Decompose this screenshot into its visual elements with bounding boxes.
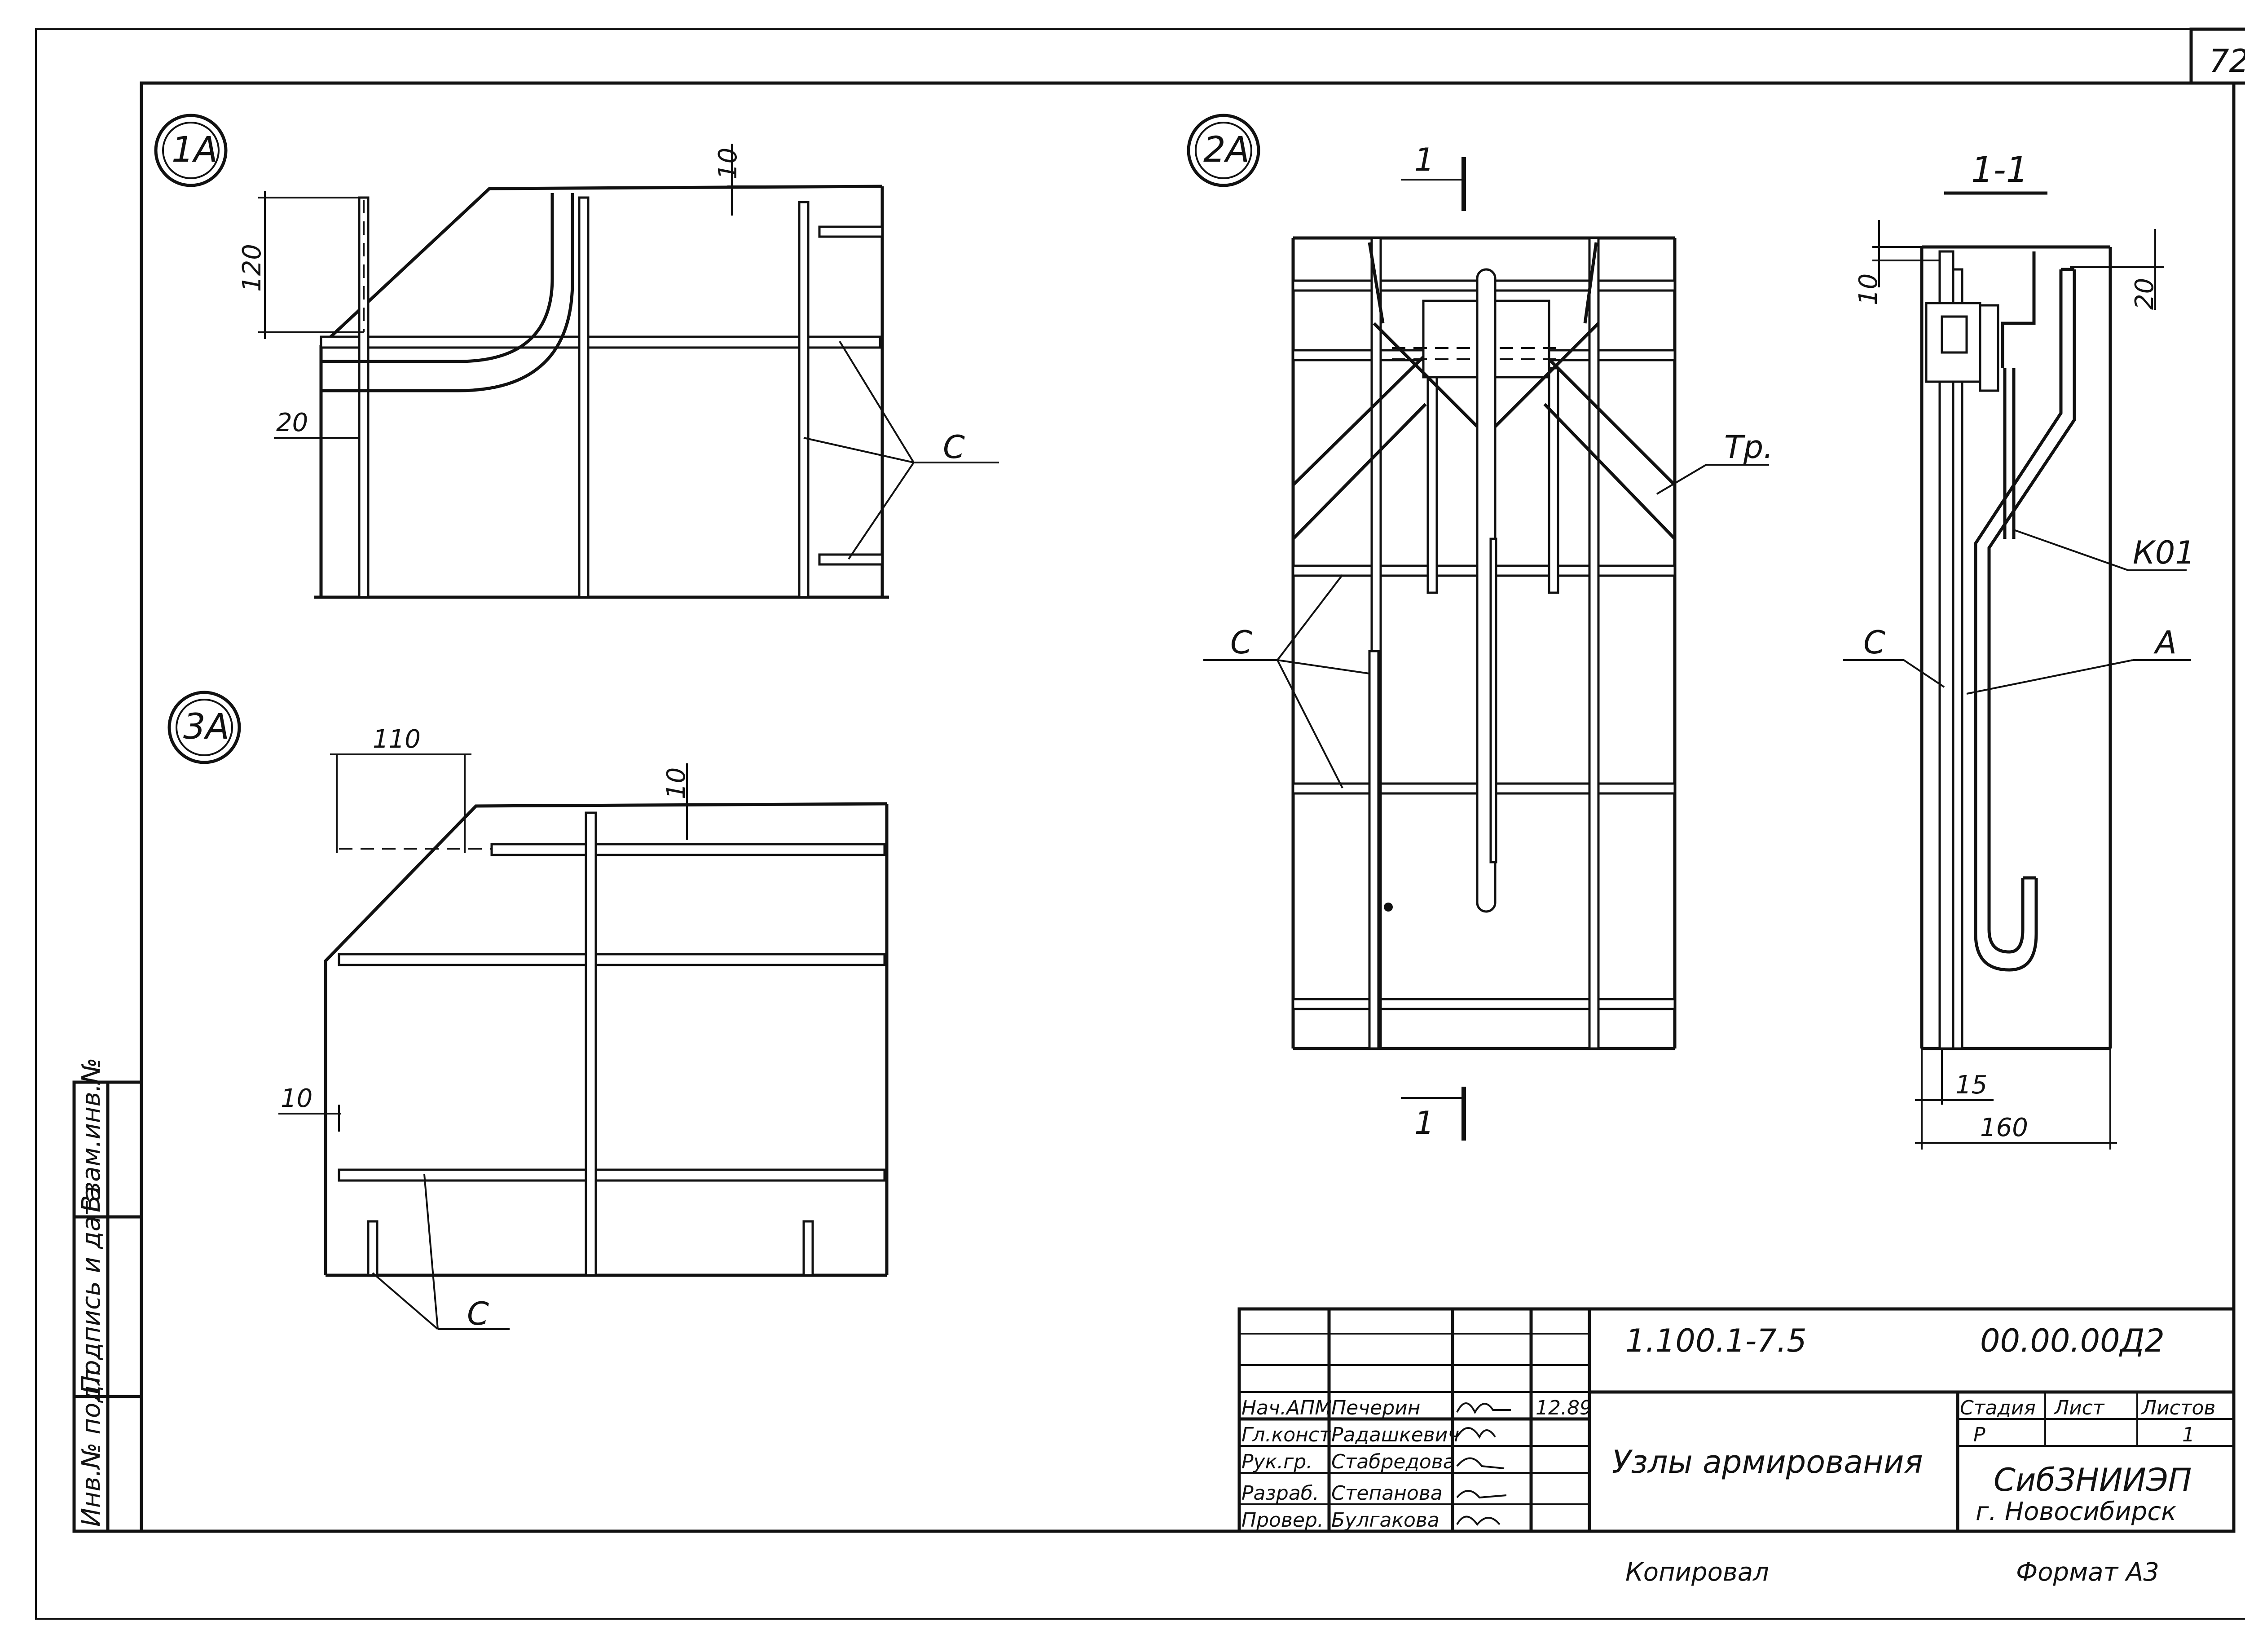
section-1-1-dim-15: 15 <box>1955 1070 1987 1100</box>
stage-value: Р <box>1973 1423 1985 1446</box>
name-stepanova: Степанова <box>1331 1482 1443 1505</box>
sheet-frame <box>35 28 2245 1620</box>
name-bulgakova: Булгакова <box>1331 1509 1439 1532</box>
detail-1a: 1А 120 20 10 С <box>154 114 999 599</box>
doc-code: 1.100.1-7.5 <box>1625 1322 1807 1359</box>
detail-2a-marker: 2А <box>1203 130 1250 170</box>
org-city: г. Новосибирск <box>1976 1497 2176 1526</box>
date-value: 12.89 <box>1536 1396 1592 1419</box>
section-1-1-dim-20: 20 <box>2130 278 2159 310</box>
detail-2a-callout-c: С <box>1230 624 1252 661</box>
detail-1a-dim-20: 20 <box>276 408 308 437</box>
stage-label: Стадия <box>1960 1396 2036 1419</box>
org-name: СибЗНИИЭП <box>1994 1462 2192 1498</box>
side-stamp-vzam-inv: Взам.инв.№ <box>77 1057 106 1212</box>
section-1-1-callout-c: С <box>1863 624 1885 661</box>
sheets-value: 1 <box>2182 1423 2195 1446</box>
detail-2a: 2А 1 1 <box>1187 114 1773 1141</box>
detail-2a-callout-tr: Тр. <box>1724 429 1773 466</box>
role-nach-apm: Нач.АПМ <box>1241 1396 1332 1419</box>
sheet-label: Лист <box>2053 1396 2105 1419</box>
detail-3a-marker: 3А <box>183 707 229 747</box>
page-number: 72 <box>2209 43 2245 79</box>
detail-3a-dim-10-left: 10 <box>281 1084 313 1113</box>
side-stamp-inv-podl: Инв.№ подл. <box>77 1361 106 1527</box>
footer-format: Формат А3 <box>2016 1558 2159 1587</box>
name-stabredova: Стабредова <box>1331 1450 1455 1473</box>
detail-3a: 3А 110 10 10 С <box>167 691 889 1332</box>
role-ruk-gr: Рук.гр. <box>1241 1450 1312 1473</box>
name-radashkevich: Радашкевич <box>1331 1423 1459 1446</box>
detail-1a-dim-10: 10 <box>713 148 743 180</box>
role-prover: Провер. <box>1241 1509 1324 1532</box>
detail-2a-section-mark-bottom: 1 <box>1414 1105 1435 1141</box>
section-1-1: 1-1 10 20 15 160 <box>1843 150 2195 1150</box>
role-gl-konst: Гл.конст <box>1241 1423 1331 1446</box>
detail-1a-callout: С <box>943 429 965 466</box>
sheets-label: Листов <box>2141 1396 2215 1419</box>
section-1-1-title: 1-1 <box>1971 150 2028 190</box>
detail-2a-section-mark-top: 1 <box>1414 141 1435 178</box>
doc-number: 00.00.00Д2 <box>1980 1322 2165 1359</box>
page-number-box: 72 <box>2189 27 2245 85</box>
section-1-1-dim-10: 10 <box>1854 273 1883 305</box>
section-1-1-dim-160: 160 <box>1980 1113 2028 1142</box>
detail-1a-dim-120: 120 <box>238 244 267 292</box>
name-pecherin: Печерин <box>1331 1396 1421 1419</box>
sheet-title: Узлы армирования <box>1612 1444 1923 1480</box>
signature-marks <box>1456 1402 1511 1526</box>
side-stamp-signature-date: Подпись и дата <box>77 1186 106 1394</box>
side-stamp: Инв.№ подл. Подпись и дата Взам.инв.№ <box>72 1057 143 1533</box>
footer-copied: Копировал <box>1625 1558 1769 1587</box>
section-1-1-callout-a: А <box>2153 624 2177 661</box>
title-block: Нач.АПМ Гл.конст Рук.гр. Разраб. Провер.… <box>1237 1307 2236 1533</box>
detail-1a-marker: 1А <box>172 130 218 170</box>
detail-3a-dim-110: 110 <box>373 725 421 754</box>
section-1-1-callout-k01: К01 <box>2133 534 2195 571</box>
detail-3a-callout: С <box>467 1295 489 1332</box>
detail-3a-dim-10-top: 10 <box>662 767 691 799</box>
role-razrab: Разраб. <box>1241 1482 1319 1505</box>
